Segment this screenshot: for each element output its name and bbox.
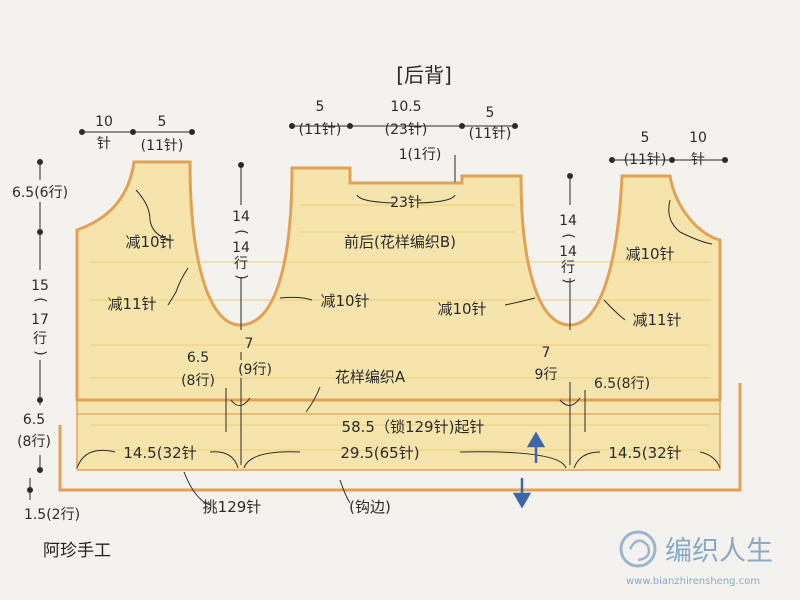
segment-right: 14.5(32针	[608, 444, 681, 462]
decrease-left-upper: 减10针	[125, 233, 174, 251]
cast-on-label: 58.5（锁129针)起针	[342, 418, 485, 436]
garment-outline	[75, 160, 722, 402]
center-mid-count: (23针)	[385, 122, 428, 138]
edging-label: (钩边)	[349, 498, 391, 516]
shoulder-height-label: 6.5(6行)	[12, 185, 68, 201]
bottom-leaders	[183, 471, 351, 506]
left-armhole-paren-open: (	[233, 229, 249, 234]
body-height-open: (	[32, 297, 48, 302]
neck-bracket	[356, 194, 456, 204]
left-armhole-unit: 行	[234, 256, 248, 272]
right-strap-count: (11针)	[624, 152, 667, 168]
decrease-brackets	[135, 189, 713, 321]
left-outer-width: 10	[95, 114, 113, 130]
signature: 阿珍手工	[43, 541, 111, 561]
right-armhole-bottom-width: 7	[542, 345, 551, 361]
height-arrows	[512, 431, 546, 509]
diagram-title: [后背]	[396, 63, 452, 87]
decrease-right-lower: 减11针	[632, 311, 681, 329]
pattern-a-label: 花样编织A	[335, 368, 406, 386]
left-armhole-bottom-rows: (9行)	[238, 362, 272, 378]
right-armhole-depth: 14	[559, 213, 577, 229]
left-armhole-depth: 14	[232, 209, 250, 225]
edging-border	[58, 383, 742, 492]
pattern-b-label: 前后(花样编织B)	[344, 233, 456, 251]
decrease-center-left: 减10针	[320, 292, 369, 310]
left-armhole-bottom-width: 7	[245, 336, 254, 352]
garment-fill	[77, 162, 720, 400]
right-strap-width: 5	[641, 130, 650, 146]
border-height-rows: (8行)	[17, 434, 51, 450]
center-left-count: (11针)	[299, 122, 342, 138]
body-height-rows: 17	[31, 312, 49, 328]
fabric-texture	[90, 204, 710, 451]
border-band-fill	[77, 400, 720, 470]
right-armhole-unit: 行	[561, 260, 575, 276]
body-height-unit: 行	[33, 331, 47, 347]
left-outer-unit: 针	[97, 136, 111, 152]
left-armhole-paren-close: )	[233, 274, 249, 279]
decrease-center-right: 减10针	[437, 300, 486, 318]
armhole-depth-lines	[238, 162, 573, 465]
center-mid-width: 10.5	[390, 99, 421, 115]
center-right-width: 5	[486, 105, 495, 121]
right-outer-unit: 针	[691, 152, 705, 168]
side-rows-right: 6.5(8行)	[594, 376, 650, 392]
border-height-value: 6.5	[23, 412, 45, 428]
center-right-count: (11针)	[469, 126, 512, 142]
neck-bottom-label: 23针	[390, 195, 422, 211]
watermark-swirl-inner-icon	[628, 539, 651, 562]
left-strap-width: 5	[158, 114, 167, 130]
right-armhole-bottom-rows: 9行	[535, 367, 558, 383]
decrease-right-upper: 减10针	[625, 245, 674, 263]
watermark-logo: 编织人生 www.bianzhirensheng.com	[619, 530, 773, 587]
right-armhole-rows: 14	[559, 244, 577, 260]
watermark-url: www.bianzhirensheng.com	[626, 576, 760, 587]
hem-height-label: 1.5(2行)	[24, 507, 80, 523]
left-strap-count: (11针)	[141, 138, 184, 154]
pattern-a-leader	[305, 386, 321, 413]
decrease-left-lower: 减11针	[107, 295, 156, 313]
segment-center: 29.5(65针)	[340, 444, 419, 462]
body-height-close: )	[32, 350, 48, 355]
watermark-brand: 编织人生	[665, 536, 773, 567]
left-armhole-rows: 14	[232, 240, 250, 256]
side-rows-left-value: 6.5	[187, 350, 209, 366]
right-outer-width: 10	[689, 130, 707, 146]
watermark-swirl-icon	[619, 530, 657, 568]
pickup-label: 挑129针	[203, 498, 262, 516]
side-row-brackets	[225, 388, 586, 432]
top-dimension-lines	[79, 123, 728, 182]
side-rows-left-rows: (8行)	[181, 373, 215, 389]
right-armhole-paren-close: )	[560, 278, 576, 283]
right-armhole-paren-open: (	[560, 233, 576, 238]
segment-left: 14.5(32针	[123, 444, 196, 462]
center-left-width: 5	[316, 99, 325, 115]
body-height-value: 15	[31, 278, 49, 294]
left-dimension-lines	[27, 159, 43, 500]
neck-depth-label: 1(1行)	[399, 147, 442, 163]
